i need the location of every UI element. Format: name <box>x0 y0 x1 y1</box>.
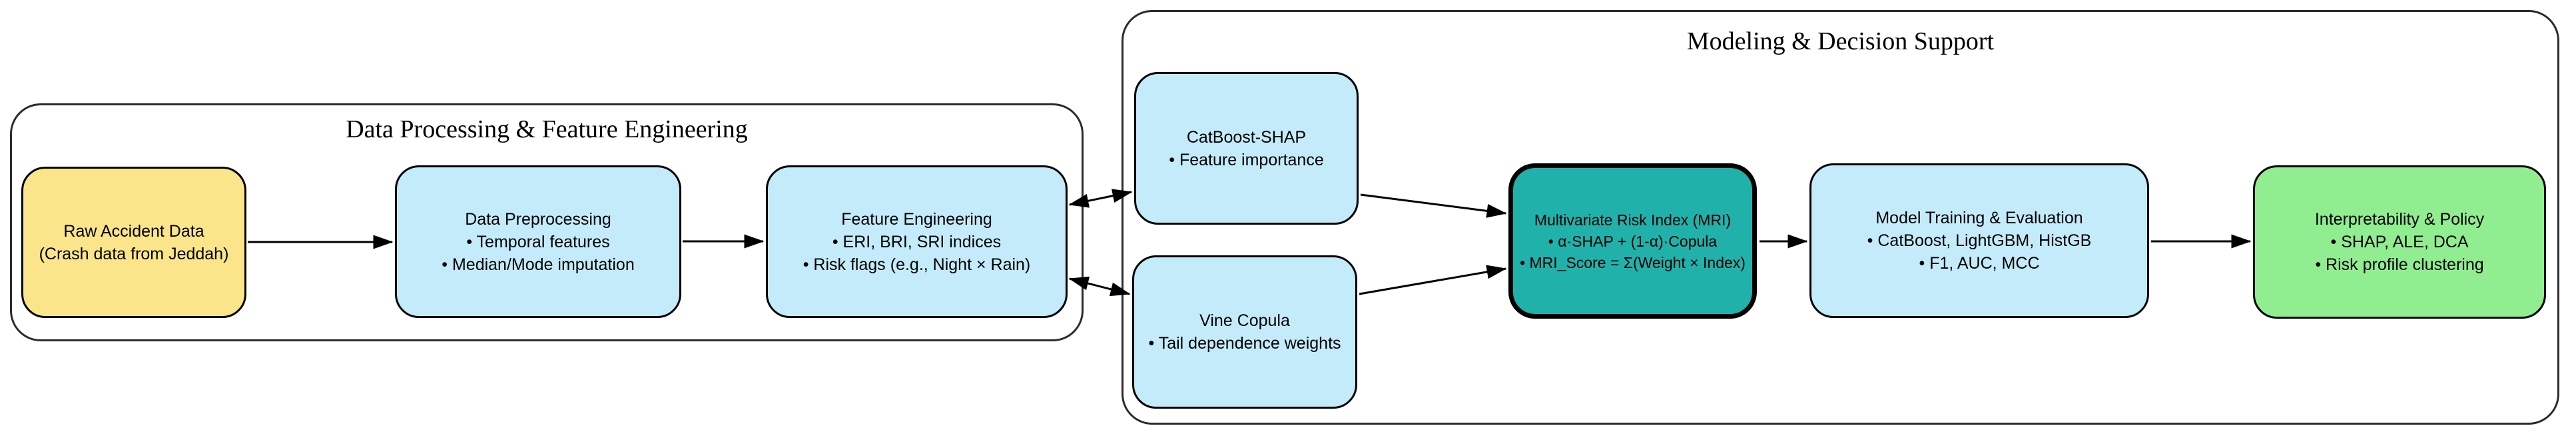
node-line: Data Preprocessing <box>465 209 611 229</box>
node-line: • Median/Mode imputation <box>442 255 635 274</box>
container-modeling-decision-support: Modeling & Decision Support <box>1122 10 2559 425</box>
node-line: Vine Copula <box>1199 311 1290 330</box>
raw-accident-data-node: Raw Accident Data (Crash data from Jedda… <box>21 167 246 318</box>
data-preprocessing-node: Data Preprocessing • Temporal features •… <box>395 165 681 318</box>
container-title-data-processing: Data Processing & Feature Engineering <box>346 115 748 143</box>
node-line: Multivariate Risk Index (MRI) <box>1534 211 1732 229</box>
node-line: • Tail dependence weights <box>1148 334 1341 353</box>
node-line: Raw Accident Data <box>63 221 204 241</box>
node-line: Feature Engineering <box>841 209 992 229</box>
node-line: Interpretability & Policy <box>2314 210 2485 229</box>
node-line: • ERI, BRI, SRI indices <box>832 232 1002 251</box>
interpretability-policy-node: Interpretability & Policy • SHAP, ALE, D… <box>2253 165 2546 319</box>
node-line: • Feature importance <box>1169 150 1324 169</box>
node-line: (Crash data from Jeddah) <box>39 244 229 263</box>
catboost-shap-node: CatBoost-SHAP • Feature importance <box>1134 72 1359 225</box>
multivariate-risk-index-node: Multivariate Risk Index (MRI) • α·SHAP +… <box>1508 163 1757 319</box>
node-line: • CatBoost, LightGBM, HistGB <box>1867 231 2092 250</box>
node-line: • Risk flags (e.g., Night × Rain) <box>803 255 1031 274</box>
node-line: • MRI_Score = Σ(Weight × Index) <box>1520 253 1746 271</box>
vine-copula-node: Vine Copula • Tail dependence weights <box>1132 255 1357 409</box>
node-line: • α·SHAP + (1-α)·Copula <box>1548 232 1718 250</box>
node-line: • Temporal features <box>466 232 610 251</box>
node-line: • Risk profile clustering <box>2315 255 2484 274</box>
node-line: • F1, AUC, MCC <box>1919 254 2040 273</box>
node-line: Model Training & Evaluation <box>1875 209 2083 227</box>
node-line: CatBoost-SHAP <box>1186 127 1307 147</box>
feature-engineering-node: Feature Engineering • ERI, BRI, SRI indi… <box>766 165 1068 318</box>
model-training-evaluation-node: Model Training & Evaluation • CatBoost, … <box>1809 163 2149 318</box>
container-title-modeling-decision-support: Modeling & Decision Support <box>1686 27 1995 55</box>
node-line: • SHAP, ALE, DCA <box>2330 233 2469 251</box>
container-data-processing: Data Processing & Feature Engineering <box>10 103 1084 341</box>
